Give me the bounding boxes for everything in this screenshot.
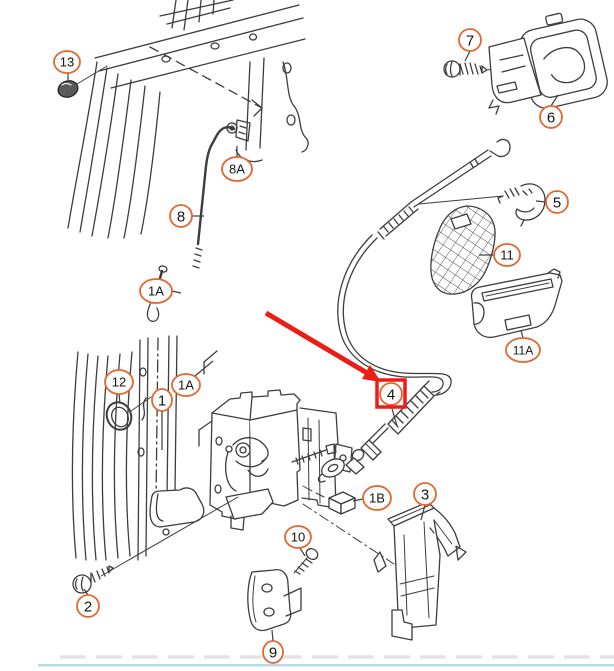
callout-2[interactable]: 2	[76, 588, 100, 618]
svg-text:11: 11	[500, 248, 514, 263]
callout-11[interactable]: 11	[479, 243, 521, 267]
part-cable-upper-art	[337, 138, 511, 396]
callout-1[interactable]: 1	[151, 388, 173, 450]
svg-text:13: 13	[60, 55, 74, 70]
svg-text:1A: 1A	[148, 284, 164, 299]
svg-text:7: 7	[466, 32, 474, 49]
callout-10[interactable]: 10	[284, 525, 312, 557]
svg-text:6: 6	[547, 109, 555, 126]
part-clip-8A-art	[226, 119, 251, 142]
svg-text:1B: 1B	[369, 491, 385, 506]
highlight-arrow	[264, 310, 369, 376]
svg-text:8A: 8A	[229, 162, 245, 177]
callout-9[interactable]: 9	[262, 629, 284, 664]
part-screw-10-art	[293, 548, 319, 575]
svg-text:12: 12	[112, 375, 126, 390]
callout-1B[interactable]: 1B	[352, 485, 392, 511]
callout-3[interactable]: 3	[413, 482, 437, 521]
svg-text:9: 9	[269, 644, 277, 661]
part-door-panel-art	[71, 335, 239, 577]
callout-5[interactable]: 5	[535, 190, 569, 214]
highlight-annotation	[264, 310, 407, 409]
svg-text:8: 8	[177, 208, 185, 225]
window-bottom-border	[38, 664, 614, 667]
part-mesh-panel-11-art	[430, 205, 496, 295]
part-plate-9-art	[247, 568, 302, 632]
svg-text:1A: 1A	[178, 378, 194, 393]
part-screw-2-art	[72, 565, 114, 594]
part-block-1B-art	[302, 485, 356, 515]
part-window-frame-art	[67, 0, 309, 239]
part-plug-13-art	[57, 80, 79, 98]
part-clip-5-art	[497, 183, 546, 227]
part-handle-6-art	[488, 12, 608, 115]
callout-13[interactable]: 13	[53, 50, 81, 80]
svg-text:3: 3	[421, 486, 429, 503]
svg-text:1: 1	[158, 392, 166, 409]
callout-8A[interactable]: 8A	[221, 146, 253, 182]
callout-6[interactable]: 6	[539, 94, 563, 129]
callout-1A[interactable]: 1A	[171, 360, 214, 397]
highlight-arrowhead	[362, 365, 381, 382]
part-bracket-3-art	[302, 501, 467, 641]
callout-11A[interactable]: 11A	[505, 329, 541, 363]
footer-rules	[38, 655, 614, 667]
callout-7[interactable]: 7	[458, 28, 482, 62]
callout-8[interactable]: 8	[169, 204, 204, 228]
svg-text:4: 4	[387, 386, 395, 403]
highlight-box	[375, 378, 407, 409]
callout-12[interactable]: 12	[104, 369, 134, 404]
callout-1A[interactable]: 1A	[139, 278, 182, 304]
svg-text:11A: 11A	[513, 343, 533, 357]
svg-text:5: 5	[553, 194, 561, 211]
svg-text:10: 10	[291, 530, 305, 545]
part-cable-lower-art	[317, 380, 441, 483]
svg-text:2: 2	[84, 598, 92, 615]
part-panel-11A-art	[470, 268, 563, 339]
